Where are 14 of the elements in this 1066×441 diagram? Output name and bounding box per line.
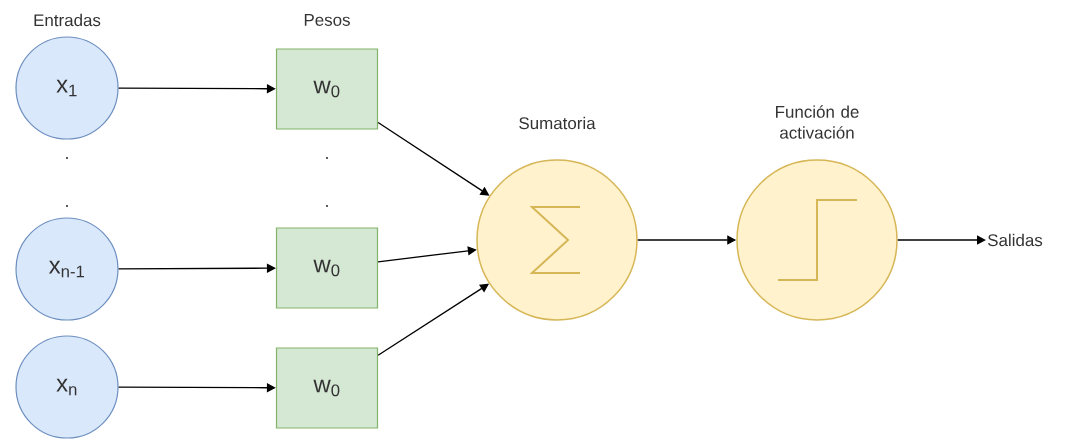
arrow — [117, 84, 276, 94]
weight-box: w$_{0}$ — [275, 227, 379, 309]
weight-box: w$_{0}$ — [275, 347, 379, 429]
ellipsis-dot: . — [326, 157, 328, 159]
output-label: Salidas — [988, 233, 1043, 247]
column-heading: Pesos — [304, 14, 350, 26]
arrow — [117, 263, 276, 273]
arrow — [377, 246, 477, 263]
ellipsis-dot: . — [66, 157, 68, 159]
ellipsis-dot: . — [326, 205, 328, 207]
arrow — [897, 235, 986, 245]
weight-box: w$_{0}$ — [275, 48, 379, 130]
node-label: Sumatoria — [519, 116, 596, 130]
node-label: Función de activación — [776, 105, 859, 139]
